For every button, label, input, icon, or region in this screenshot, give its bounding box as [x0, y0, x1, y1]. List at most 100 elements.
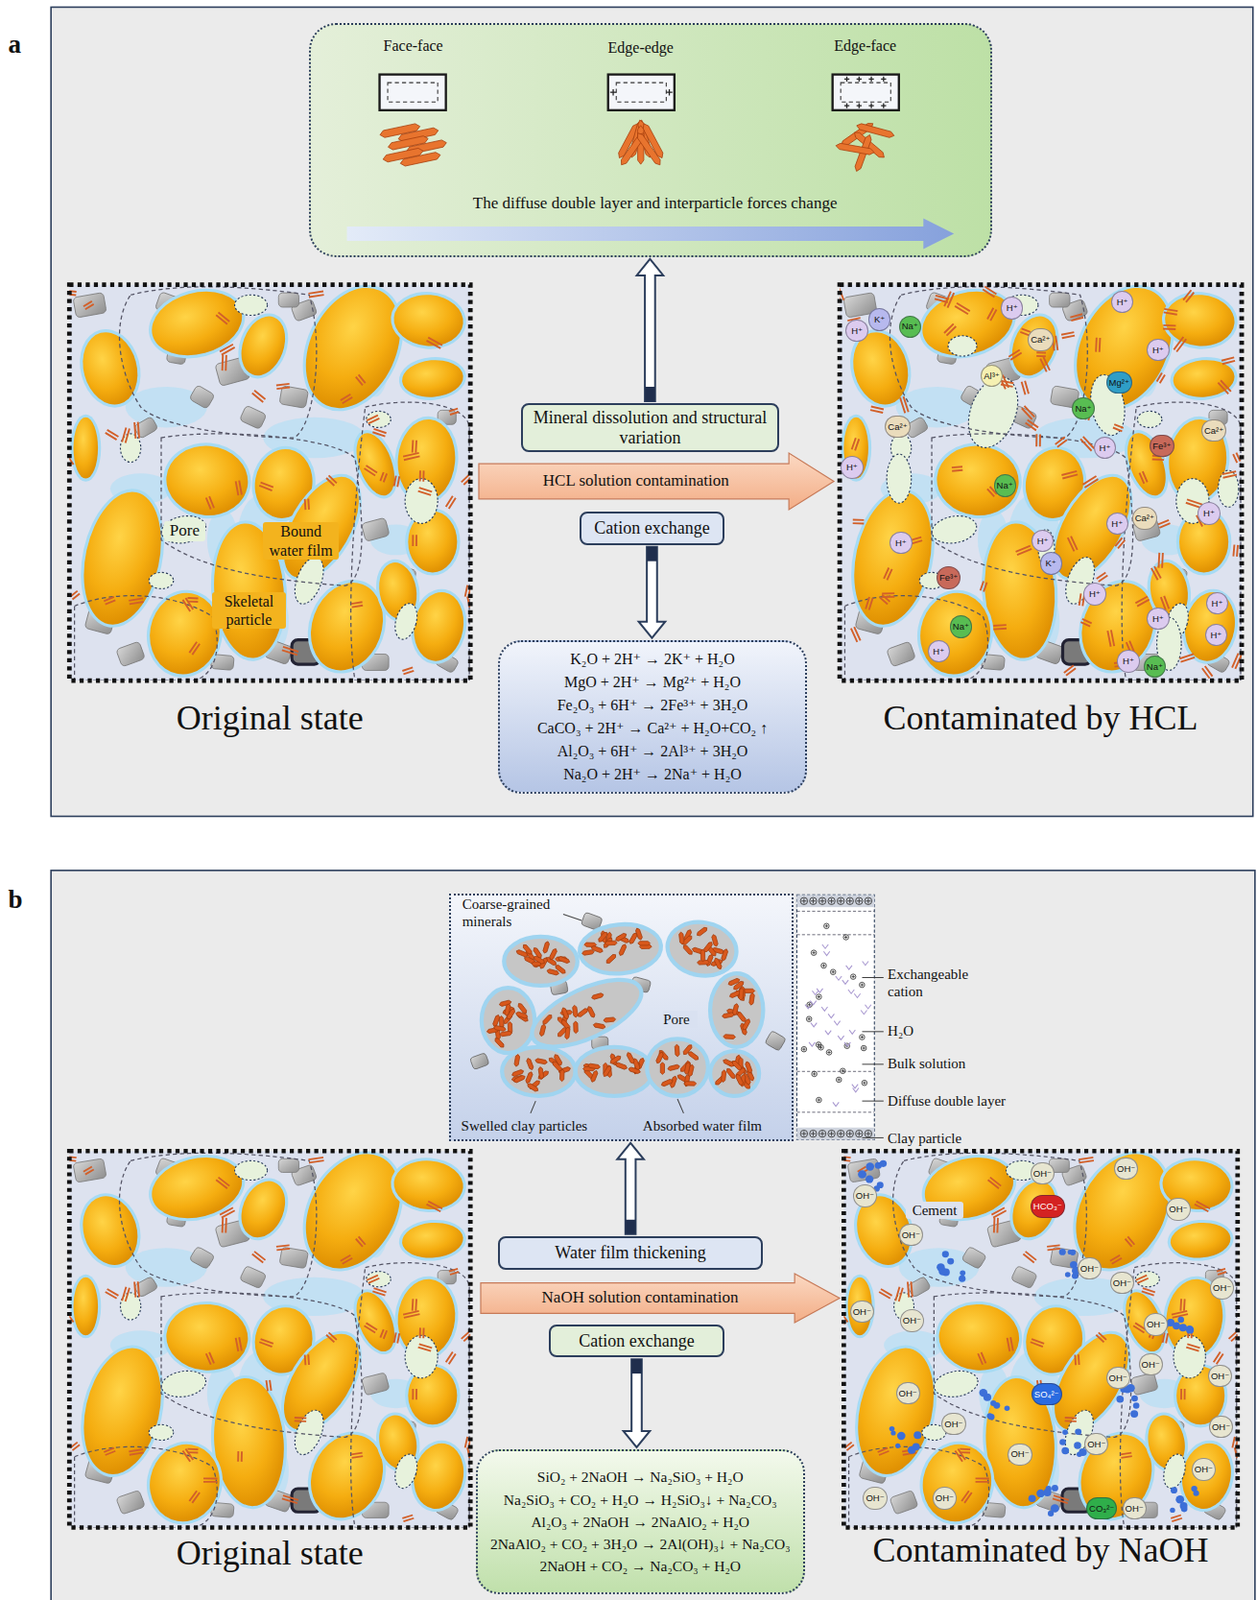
- clay-flake: [865, 596, 873, 610]
- clay-flake: [379, 1328, 387, 1339]
- cation-symbol: [811, 1070, 818, 1077]
- bound-water-film: [932, 1297, 1025, 1376]
- water-molecule: [822, 944, 829, 949]
- clay-flake: [1216, 1268, 1227, 1275]
- clay-flake: [514, 1053, 521, 1067]
- bound-water-film: [345, 1282, 406, 1360]
- ion-label: OH⁻: [853, 1306, 872, 1317]
- ion-marker: Ca²⁺: [1132, 506, 1158, 529]
- clay-flake: [494, 1036, 506, 1048]
- coarse-grain: [278, 1158, 299, 1172]
- skeletal-particle: [73, 1277, 99, 1336]
- arrow-outline: [639, 546, 666, 639]
- clay-flake: [1107, 629, 1115, 646]
- skeletal-particle: [843, 417, 869, 479]
- skeletal-particle: [163, 442, 251, 519]
- clay-flake: [1233, 545, 1238, 557]
- clay-flake: [103, 596, 116, 605]
- leader-line: [530, 914, 684, 1114]
- clay-flake: [1021, 405, 1035, 420]
- skeletal-particle: [1168, 1219, 1233, 1260]
- panel-frame: [50, 6, 1254, 816]
- ion-marker: H⁺: [927, 640, 950, 663]
- bound-water-film: [1000, 1171, 1068, 1248]
- clay-flake: [266, 1379, 272, 1392]
- clay-flake: [635, 926, 643, 940]
- precipitate-dot: [986, 1412, 993, 1419]
- arrow-outline: [478, 452, 834, 510]
- ion-label: H⁺: [1006, 303, 1019, 313]
- pore: [235, 294, 268, 315]
- ion-marker: H⁺: [1083, 582, 1106, 605]
- cation-symbol: [822, 963, 826, 967]
- clay-flake: [700, 948, 705, 962]
- cation-symbol: [806, 1016, 812, 1022]
- panel-letter: a: [8, 28, 40, 60]
- pore: [404, 478, 438, 524]
- skeletal-particle: [163, 1301, 251, 1375]
- ion-label: OH⁻: [1194, 1464, 1213, 1474]
- bound-water-film: [388, 1154, 470, 1215]
- coarse-grain: [189, 384, 215, 409]
- cation-symbol: [816, 1043, 820, 1046]
- swelled-clay-particle: [663, 916, 741, 981]
- ion-label: OH⁻: [935, 1493, 954, 1503]
- pore: [366, 1271, 392, 1287]
- charge-boundary: [616, 82, 666, 102]
- pore: [148, 1423, 174, 1440]
- cation-symbol: [840, 1067, 847, 1074]
- ion-marker: H⁺: [1031, 529, 1054, 552]
- clay-flake: [105, 429, 119, 440]
- coarse-grain: [764, 1030, 786, 1051]
- pore: [948, 335, 977, 356]
- clay-flake: [721, 1012, 735, 1020]
- clay-flakes: [713, 1054, 755, 1091]
- panel-text: Coarse-grained minerals: [462, 895, 573, 930]
- ion-label: H⁺: [932, 646, 945, 657]
- skeletal-particle: [915, 284, 1020, 366]
- skeletal-particle: [74, 1189, 145, 1271]
- equation: SiO₂ + 2NaOH → Na₂SiO₃ + H₂O: [537, 1465, 744, 1488]
- clay-flake: [666, 1064, 680, 1071]
- cation-symbol: [847, 1130, 853, 1136]
- skeletal-particle: [400, 357, 465, 401]
- cation-symbol: [851, 974, 854, 978]
- clay-flake: [128, 597, 143, 604]
- clay-flakes: [655, 1043, 700, 1089]
- panel-letter: b: [8, 883, 40, 915]
- water-molecule: [849, 1029, 855, 1034]
- pore-water: [69, 1150, 471, 1527]
- clay-flake: [449, 1268, 459, 1275]
- ion-marker: OH⁻: [932, 1486, 957, 1509]
- charge-sign: [665, 89, 672, 95]
- precipitate-dot: [1177, 1316, 1185, 1323]
- ion-marker: H⁺: [1111, 290, 1134, 313]
- clay-flake: [259, 482, 274, 492]
- cation-symbol: [801, 1130, 807, 1136]
- skeletal-particle: [1162, 291, 1237, 349]
- aggregate-outline: [849, 1446, 990, 1527]
- equation-box: K₂O + 2H⁺ → 2K⁺ + H₂OMgO + 2H⁺ → Mg²⁺ + …: [498, 640, 807, 795]
- cation-symbol: [841, 1068, 845, 1072]
- ion-marker: OH⁻: [900, 1308, 925, 1331]
- bound-water-film: [1115, 424, 1178, 505]
- precipitate-dot: [1115, 1395, 1124, 1402]
- ion-marker: OH⁻: [1030, 1162, 1055, 1185]
- aggregate-outline: [933, 1292, 1131, 1438]
- precipitate-dot: [1051, 1484, 1059, 1492]
- ion-marker: H⁺: [1146, 338, 1169, 361]
- clay-flake: [1136, 1275, 1149, 1283]
- ion-marker: OH⁻: [1209, 1415, 1234, 1438]
- clay-flake: [538, 1066, 545, 1079]
- aggregate-outline: [74, 1446, 218, 1527]
- cation-symbol: [810, 898, 816, 903]
- caption: Contaminated by NaOH: [843, 1529, 1237, 1571]
- aggregate-outline: [161, 1292, 362, 1438]
- clay-flake: [1007, 1336, 1014, 1352]
- process-label: Water film thickening: [554, 1242, 707, 1263]
- swelled-clay-particle: [577, 921, 664, 977]
- pore: [1135, 1271, 1160, 1287]
- clay-flake: [987, 308, 997, 321]
- clay-flake: [605, 952, 617, 965]
- swelled-clay-particle: [481, 987, 535, 1053]
